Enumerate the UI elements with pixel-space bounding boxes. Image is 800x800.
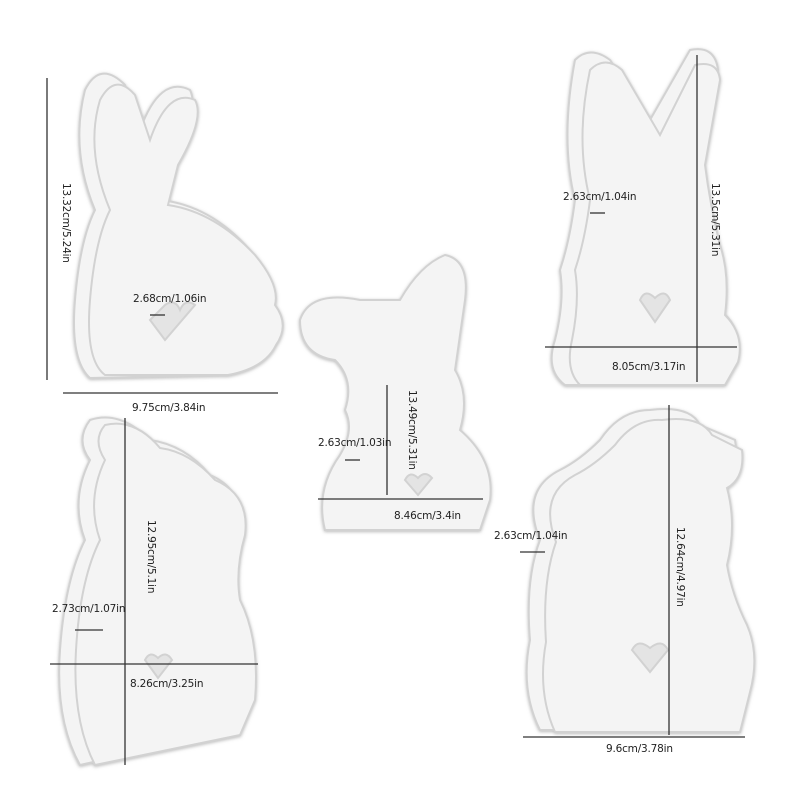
width-label-1: 9.75cm/3.84in xyxy=(132,402,206,414)
mold-side-bunny xyxy=(58,416,257,767)
width-label-2: 8.46cm/3.4in xyxy=(394,510,461,522)
width-label-5: 9.6cm/3.78in xyxy=(606,743,673,755)
heart-label-3: 2.63cm/1.04in xyxy=(563,191,637,203)
heart-label-2: 2.63cm/1.03in xyxy=(318,437,392,449)
width-label-4: 8.26cm/3.25in xyxy=(130,678,204,690)
height-label-2: 13.49cm/5.31in xyxy=(406,390,418,470)
mold-large-bunny xyxy=(525,408,756,733)
width-label-3: 8.05cm/3.17in xyxy=(612,361,686,373)
heart-label-5: 2.63cm/1.04in xyxy=(494,530,568,542)
height-label-5: 12.64cm/4.97in xyxy=(674,527,686,607)
height-label-1: 13.32cm/5.24in xyxy=(60,183,72,263)
heart-label-1: 2.68cm/1.06in xyxy=(133,293,207,305)
height-label-3: 13.5cm/5.31in xyxy=(709,183,721,257)
dimension-lines xyxy=(46,55,745,765)
mold-sitting-bunny xyxy=(73,72,284,380)
mold-floppy-ear-bunny xyxy=(298,253,492,531)
heart-label-4: 2.73cm/1.07in xyxy=(52,603,126,615)
height-label-4: 12.95cm/5.1in xyxy=(145,520,157,594)
